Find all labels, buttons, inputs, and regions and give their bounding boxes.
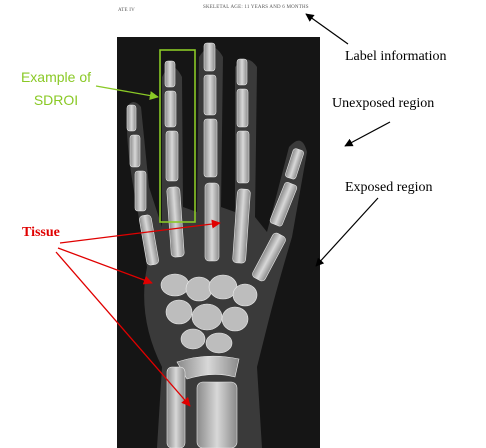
label-information-arrow	[306, 14, 348, 44]
unexposed-region-caption: Unexposed region	[332, 96, 434, 112]
sdroi-caption: Example of SDROI	[2, 66, 110, 112]
sdroi-caption-line1: Example of	[2, 66, 110, 89]
tissue-arrows	[56, 223, 220, 406]
sdroi-box	[160, 50, 195, 222]
exposed-region-caption: Exposed region	[345, 180, 432, 196]
unexposed-region-arrow	[345, 122, 390, 146]
tissue-caption: Tissue	[22, 225, 60, 241]
exposed-region-arrow	[316, 198, 378, 266]
sdroi-caption-line2: SDROI	[2, 89, 110, 112]
label-information-caption: Label information	[345, 49, 446, 65]
